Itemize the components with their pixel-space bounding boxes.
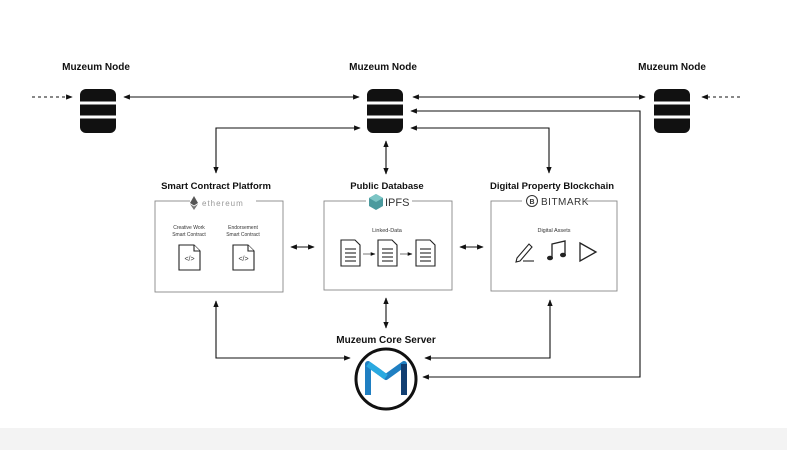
core-server-title: Muzeum Core Server [336,335,436,346]
contract2-line2: Smart Contract [226,232,260,238]
pencil-icon [515,243,534,263]
ipfs-logo: IPFS [366,194,412,210]
blockchain-title: Digital Property Blockchain [490,181,614,192]
ethereum-label: ethereum [202,199,244,208]
contract2-line1: Endorsement [228,225,258,231]
code-symbol-2: </> [238,256,248,263]
muzeum-logo-icon [354,347,418,411]
linked-data-label: Linked-Data [372,228,403,234]
blockchain-core-link [424,299,553,361]
left-node-database-icon [78,87,118,135]
ethereum-logo: ethereum [190,196,256,210]
bitmark-logo: B BITMARK [522,194,589,209]
bitmark-label: BITMARK [541,197,589,208]
center-node-label: Muzeum Node [349,62,417,73]
bottom-strip [0,428,787,450]
contract1-line1: Creative Work [173,225,205,231]
node-smart-contract-link [213,125,361,174]
music-note-icon [547,240,566,261]
smart-contract-title: Smart Contract Platform [161,181,271,192]
play-icon [579,241,598,263]
contract1-line2: Smart Contract [172,232,206,238]
linked-document-1-icon [340,239,361,267]
linked-document-2-icon [377,239,398,267]
digital-assets-label: Digital Assets [537,228,570,234]
center-node-database-icon [365,87,405,135]
contract-core-link [213,300,351,361]
blockchain-box [490,200,618,292]
right-node-database-icon [652,87,692,135]
bitmark-symbol: B [529,199,534,206]
bitmark-icon [526,195,538,207]
smart-contract-box [154,200,284,293]
creative-work-contract-icon: </> [178,244,201,271]
public-db-title: Public Database [350,181,423,192]
node-blockchain-link [410,125,552,174]
ipfs-label: IPFS [385,197,409,209]
left-node-label: Muzeum Node [62,62,130,73]
right-node-label: Muzeum Node [638,62,706,73]
linked-document-3-icon [415,239,436,267]
code-symbol-1: </> [184,256,194,263]
endorsement-contract-icon: </> [232,244,255,271]
node-core-server-link [410,108,641,380]
